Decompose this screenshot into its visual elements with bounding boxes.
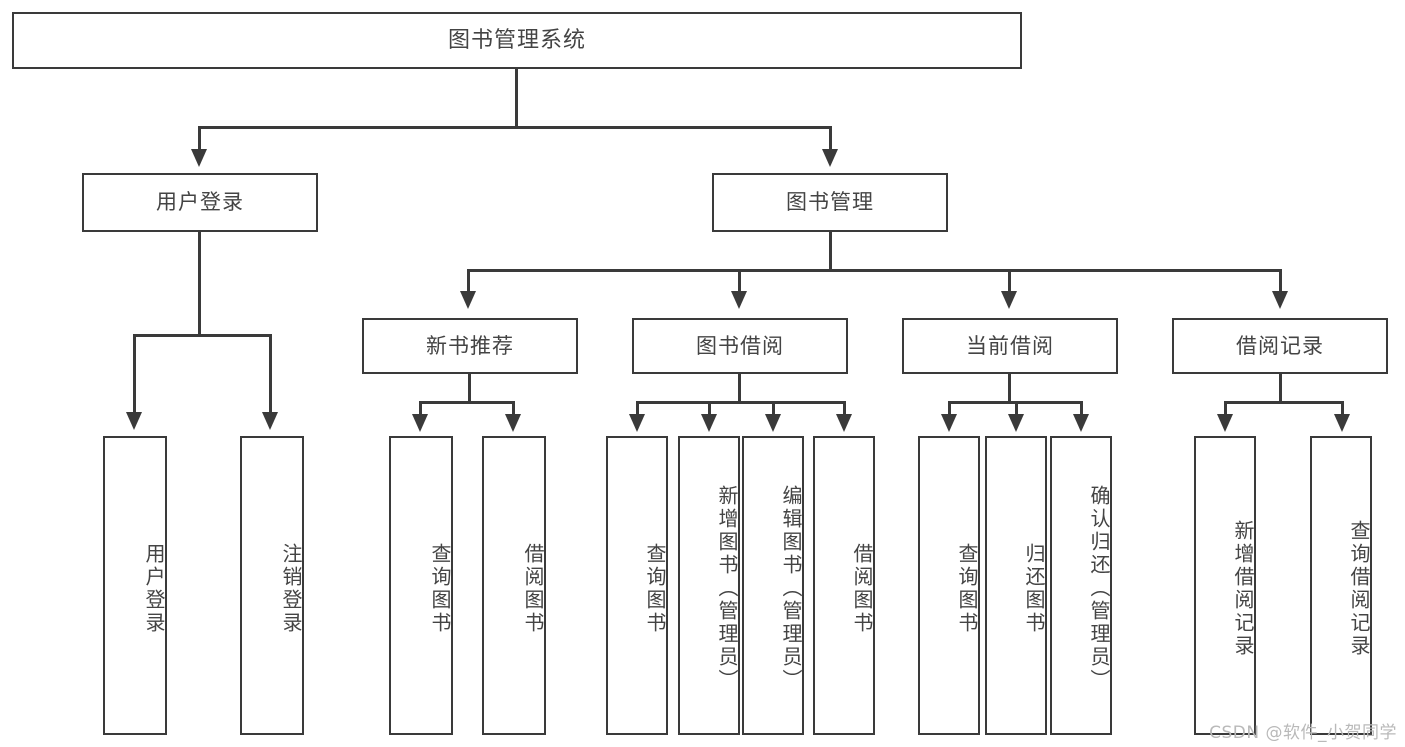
arrowhead-new-book [460, 291, 476, 309]
leaf-new-book-query[interactable]: 查询图书 [389, 436, 453, 735]
leaf-current-borrow-return[interactable]: 归还图书 [985, 436, 1047, 735]
node-label: 借阅记录 [1236, 333, 1324, 358]
edge-user-login-stem [198, 232, 201, 336]
edge-cb-to-leaf-2 [1015, 401, 1018, 415]
edge-bm-to-borrow-record [1279, 269, 1282, 291]
edge-root-stem [515, 69, 518, 128]
node-label: 确认归还（管理员） [1087, 485, 1111, 692]
node-label: 当前借阅 [966, 333, 1054, 358]
leaf-borrow-record-query[interactable]: 查询借阅记录 [1310, 436, 1372, 735]
edge-br-to-leaf-2 [1341, 401, 1344, 415]
edge-bb-to-leaf-2 [708, 401, 711, 415]
arrowhead-bb-leaf-2 [701, 414, 717, 432]
edge-cb-to-leaf-3 [1080, 401, 1083, 415]
node-label: 查询图书 [428, 542, 452, 635]
arrowhead-user-login-leaf-2 [262, 412, 278, 430]
node-label: 注销登录 [279, 542, 303, 635]
edge-nb-to-leaf-1 [419, 401, 422, 415]
arrowhead-user-login-leaf-1 [126, 412, 142, 430]
node-label: 新增图书（管理员） [715, 485, 739, 692]
arrowhead-bb-leaf-1 [629, 414, 645, 432]
arrowhead-borrow-record [1272, 291, 1288, 309]
leaf-borrow-record-add[interactable]: 新增借阅记录 [1194, 436, 1256, 735]
arrowhead-cb-leaf-3 [1073, 414, 1089, 432]
node-user-login[interactable]: 用户登录 [82, 173, 318, 232]
edge-book-borrow-stem [738, 374, 741, 404]
arrowhead-br-leaf-2 [1334, 414, 1350, 432]
arrowhead-nb-leaf-1 [412, 414, 428, 432]
watermark-text: CSDN @软件_小贺同学 [1209, 723, 1397, 743]
edge-book-borrow-bus [636, 401, 844, 404]
edge-bm-to-new-book [467, 269, 470, 291]
arrowhead-cb-leaf-2 [1008, 414, 1024, 432]
edge-bm-to-book-borrow [738, 269, 741, 291]
edge-borrow-record-stem [1279, 374, 1282, 404]
edge-user-login-to-leaf-2 [269, 334, 272, 412]
node-label: 借阅图书 [521, 542, 545, 635]
node-label: 用户登录 [156, 190, 244, 215]
node-label: 借阅图书 [850, 542, 874, 635]
edge-new-book-bus [419, 401, 515, 404]
node-label: 图书管理 [786, 190, 874, 215]
edge-user-login-to-leaf-1 [133, 334, 136, 412]
arrowhead-book-management [822, 149, 838, 167]
edge-new-book-stem [468, 374, 471, 404]
node-label: 编辑图书（管理员） [779, 485, 803, 692]
node-book-borrow[interactable]: 图书借阅 [632, 318, 848, 374]
edge-bb-to-leaf-3 [772, 401, 775, 415]
node-root-book-management-system[interactable]: 图书管理系统 [12, 12, 1022, 69]
edge-root-to-book-management [829, 126, 832, 149]
arrowhead-current-borrow [1001, 291, 1017, 309]
edge-user-login-bus [133, 334, 271, 337]
arrowhead-br-leaf-1 [1217, 414, 1233, 432]
edge-book-management-stem [829, 232, 832, 272]
arrowhead-book-borrow [731, 291, 747, 309]
node-label: 查询图书 [643, 542, 667, 635]
arrowhead-user-login [191, 149, 207, 167]
leaf-book-borrow-borrow[interactable]: 借阅图书 [813, 436, 875, 735]
leaf-current-borrow-query[interactable]: 查询图书 [918, 436, 980, 735]
leaf-new-book-borrow[interactable]: 借阅图书 [482, 436, 546, 735]
arrowhead-cb-leaf-1 [941, 414, 957, 432]
arrowhead-bb-leaf-4 [836, 414, 852, 432]
edge-root-bus [198, 126, 832, 129]
node-label: 图书管理系统 [447, 27, 586, 53]
node-label: 用户登录 [142, 542, 166, 635]
edge-br-to-leaf-1 [1224, 401, 1227, 415]
edge-bb-to-leaf-1 [636, 401, 639, 415]
arrowhead-bb-leaf-3 [765, 414, 781, 432]
edge-nb-to-leaf-2 [512, 401, 515, 415]
edge-bm-to-current-borrow [1008, 269, 1011, 291]
edge-bb-to-leaf-4 [843, 401, 846, 415]
node-label: 新增借阅记录 [1231, 519, 1255, 658]
edge-current-borrow-stem [1008, 374, 1011, 404]
node-label: 图书借阅 [696, 333, 784, 358]
node-label: 归还图书 [1022, 542, 1046, 635]
node-current-borrow[interactable]: 当前借阅 [902, 318, 1118, 374]
node-label: 查询图书 [955, 542, 979, 635]
leaf-user-login-logout[interactable]: 注销登录 [240, 436, 304, 735]
leaf-user-login-login[interactable]: 用户登录 [103, 436, 167, 735]
node-label: 查询借阅记录 [1347, 519, 1371, 658]
node-label: 新书推荐 [426, 333, 514, 358]
node-borrow-record[interactable]: 借阅记录 [1172, 318, 1388, 374]
edge-root-to-user-login [198, 126, 201, 149]
leaf-book-borrow-query[interactable]: 查询图书 [606, 436, 668, 735]
node-new-book-recommend[interactable]: 新书推荐 [362, 318, 578, 374]
edge-book-management-bus [467, 269, 1282, 272]
edge-borrow-record-bus [1224, 401, 1344, 404]
leaf-book-borrow-edit[interactable]: 编辑图书（管理员） [742, 436, 804, 735]
leaf-book-borrow-add[interactable]: 新增图书（管理员） [678, 436, 740, 735]
leaf-current-borrow-confirm-return[interactable]: 确认归还（管理员） [1050, 436, 1112, 735]
arrowhead-nb-leaf-2 [505, 414, 521, 432]
edge-cb-to-leaf-1 [948, 401, 951, 415]
node-book-management[interactable]: 图书管理 [712, 173, 948, 232]
